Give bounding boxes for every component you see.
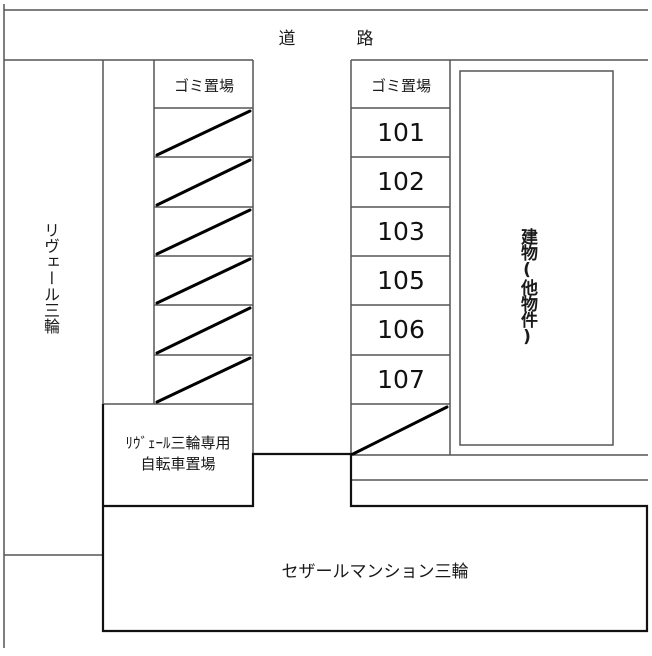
other-building-label: 建物(他物件) [517,228,537,346]
parking-space-103[interactable]: 103 [377,217,425,246]
parking-space-107[interactable]: 107 [377,365,425,394]
parking-space-101[interactable]: 101 [377,118,425,147]
bicycle-parking-label-line2: 自転車置場 [140,455,216,473]
mansion-label: セザールマンション三輪 [281,562,469,582]
hatch-mark [155,257,252,305]
hatch-mark [155,109,252,157]
parking-space-106[interactable]: 106 [377,315,425,344]
road-label: 道 路 [278,29,396,49]
hatch-mark [155,306,252,355]
hatch-mark [351,405,449,456]
hatch-mark [155,208,252,256]
other-building-outline [459,70,614,446]
right-garbage-area-label: ゴミ置場 [370,77,431,95]
hatch-mark [155,158,252,207]
parking-space-105[interactable]: 105 [377,266,425,295]
left-building-label: リヴェール三輪 [41,222,60,334]
hatch-mark [155,356,252,404]
parking-space-102[interactable]: 102 [377,167,425,196]
bicycle-parking-label-line1: ﾘｳﾞｪｰﾙ三輪専用 [125,434,231,452]
left-garbage-area-label: ゴミ置場 [173,77,234,95]
bicycle-parking-label: ﾘｳﾞｪｰﾙ三輪専用 自転車置場 [103,433,253,475]
